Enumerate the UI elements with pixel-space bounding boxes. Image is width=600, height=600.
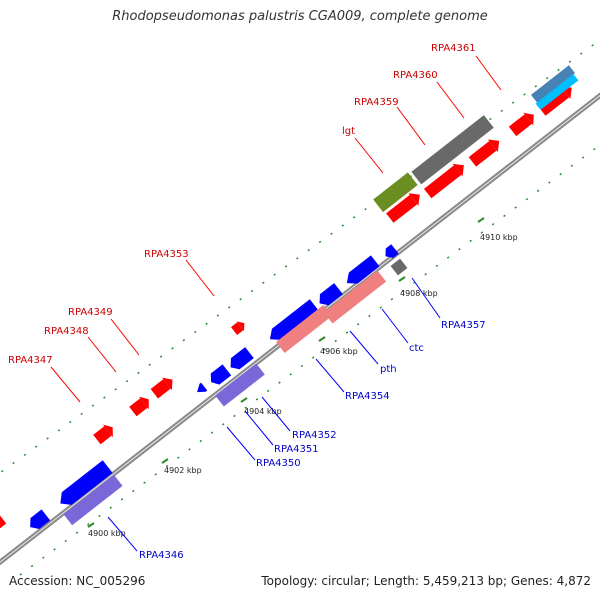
tick-label-4906: 4906 kbp [320, 347, 358, 356]
guide-upper [0, 39, 600, 474]
gene-ctc [346, 255, 380, 284]
gene-rpa4346 [60, 460, 113, 505]
label-pth: pth [380, 364, 397, 375]
tick-label-4910: 4910 kbp [480, 233, 518, 242]
forward-features [373, 65, 579, 213]
callout-rpa4360 [436, 81, 465, 119]
tick-label-4904: 4904 kbp [244, 407, 282, 416]
tick-mark [398, 276, 406, 282]
feature-sky [535, 74, 579, 110]
feature-steel [531, 65, 575, 103]
callout-rpa4357 [411, 277, 441, 319]
cds-salmon-b [323, 270, 387, 324]
axis-ticks: 4900 kbp 4902 kbp 4904 kbp 4906 kbp 4908… [87, 217, 518, 538]
label-rpa4346: RPA4346 [139, 550, 184, 561]
gene-rpa4348 [129, 396, 149, 417]
label-rpa4352: RPA4352 [292, 430, 337, 441]
gene-rpa4347 [93, 424, 113, 445]
callout-pth [349, 330, 379, 365]
tick-mark [318, 336, 326, 342]
gene-rpa4352 [230, 347, 254, 370]
gene-lgt [423, 163, 464, 199]
callout-lgt [354, 137, 384, 174]
gene-rpa4360 [508, 112, 534, 137]
callout-rpa4353 [185, 259, 215, 297]
tick-mark [477, 217, 485, 223]
label-rpa4359: RPA4359 [354, 97, 399, 108]
forward-genes [0, 86, 572, 530]
callout-rpa4349 [110, 318, 140, 356]
label-rpa4351: RPA4351 [274, 444, 319, 455]
cds-salmon-a [276, 305, 332, 353]
genome-summary: Topology: circular; Length: 5,459,213 bp… [261, 574, 591, 588]
gene-forward-small [386, 193, 420, 223]
label-rpa4350: RPA4350 [256, 458, 301, 469]
gene-reverse-small [30, 509, 51, 529]
tick-label-4902: 4902 kbp [164, 466, 202, 475]
cds-features [63, 270, 387, 526]
gene-rpa4351 [210, 364, 232, 385]
callout-rpa4359 [396, 106, 426, 146]
label-lgt: lgt [342, 126, 355, 137]
gene-rpa4349 [150, 377, 173, 399]
cds-lavender-low [63, 474, 123, 526]
callout-rpa4347 [50, 366, 81, 403]
tick-mark [240, 397, 248, 403]
gene-rpa4350 [197, 382, 208, 393]
gene-grey-small [390, 258, 408, 276]
tick-label-4908: 4908 kbp [400, 289, 438, 298]
gene-rpa4359 [468, 139, 500, 167]
gene-rpa4353 [230, 321, 245, 336]
tick-mark [161, 458, 169, 464]
feature-olive [373, 172, 418, 213]
reverse-genes [30, 244, 408, 529]
label-rpa4357: RPA4357 [441, 320, 486, 331]
gene-rpa4354 [269, 299, 319, 340]
label-rpa4349: RPA4349 [68, 307, 113, 318]
label-rpa4354: RPA4354 [345, 391, 390, 402]
tick-mark [87, 522, 95, 528]
label-rpa4361: RPA4361 [431, 43, 476, 54]
forward-callouts [50, 55, 502, 403]
callout-rpa4351 [244, 410, 274, 446]
feature-grey [411, 115, 494, 185]
label-ctc: ctc [409, 343, 424, 354]
gene-rpa4357 [385, 244, 399, 258]
reverse-labels: RPA4357 ctc pth RPA4354 RPA4352 RPA4351 … [139, 320, 486, 561]
callout-rpa4354 [315, 358, 345, 393]
forward-labels: RPA4361 RPA4360 RPA4359 lgt RPA4353 RPA4… [8, 43, 476, 366]
gene-forward-edge [0, 515, 7, 530]
callout-rpa4348 [87, 336, 117, 373]
tick-label-4900: 4900 kbp [88, 529, 126, 538]
label-rpa4353: RPA4353 [144, 249, 189, 260]
callout-rpa4352 [261, 396, 291, 432]
cds-lavender-mid [215, 363, 265, 407]
map-title: Rhodopseudomonas palustris CGA009, compl… [112, 9, 488, 24]
label-rpa4348: RPA4348 [44, 326, 89, 337]
callout-rpa4346 [107, 516, 138, 552]
reverse-callouts [107, 277, 441, 552]
callout-rpa4350 [226, 426, 256, 461]
label-rpa4360: RPA4360 [393, 70, 438, 81]
label-rpa4347: RPA4347 [8, 355, 53, 366]
callout-ctc [381, 308, 409, 344]
accession-text: Accession: NC_005296 [9, 574, 146, 588]
gene-pth [319, 283, 343, 306]
callout-rpa4361 [475, 55, 502, 91]
